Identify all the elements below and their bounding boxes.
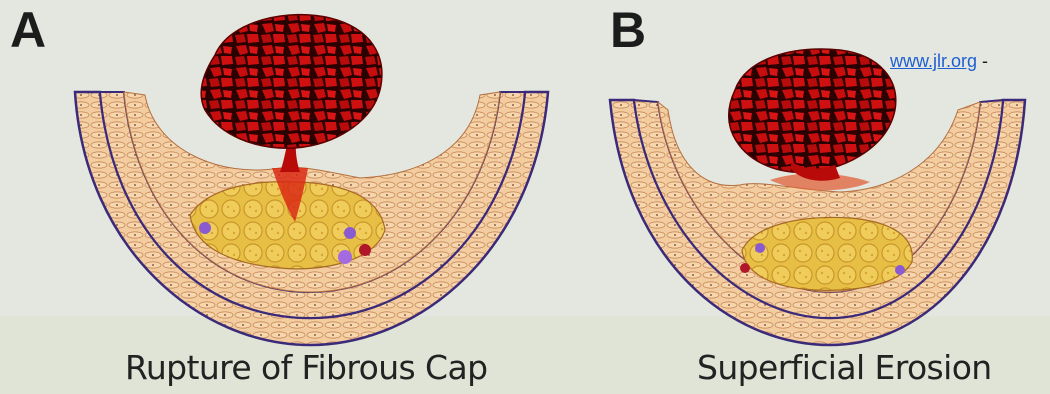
panel-a-artery	[75, 15, 548, 345]
panel-b-label: B	[610, 2, 646, 58]
credit-suffix: -	[977, 51, 988, 71]
panel-b-artery	[610, 49, 1025, 345]
panel-b-lipid-core	[742, 217, 912, 290]
panel-b-caption: Superficial Erosion	[697, 348, 992, 388]
credit-link[interactable]: www.jlr.org	[890, 51, 977, 71]
panel-a-thrombus	[201, 15, 382, 149]
panel-a-label: A	[10, 2, 46, 58]
credit-text: www.jlr.org -	[890, 50, 988, 72]
panel-b-thrombus	[729, 49, 896, 172]
panel-a-caption: Rupture of Fibrous Cap	[125, 348, 487, 388]
